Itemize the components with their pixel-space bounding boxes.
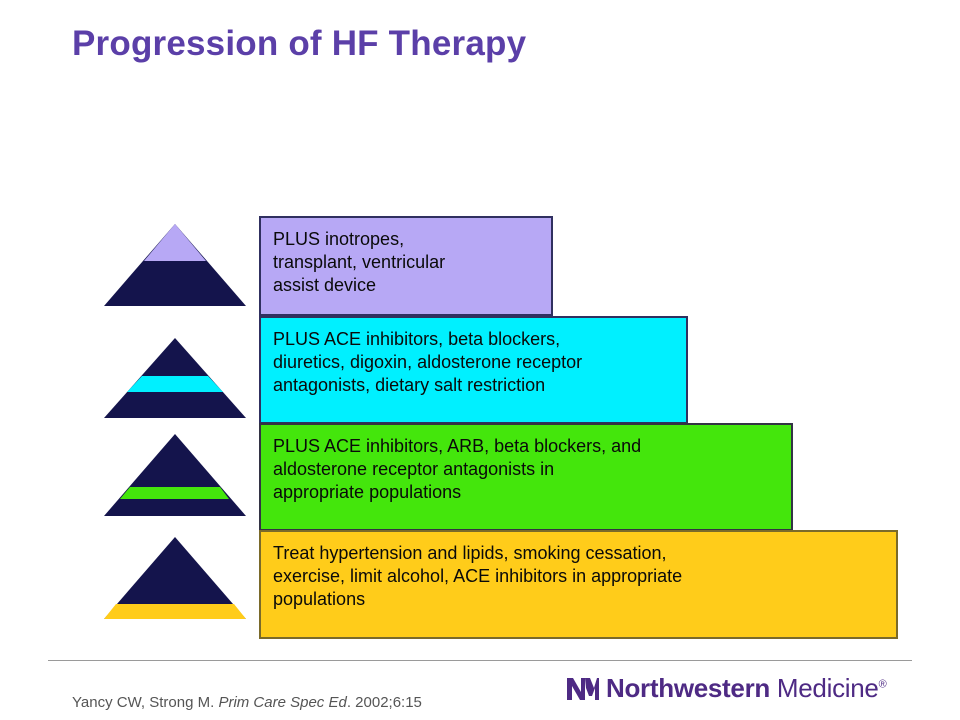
northwestern-medicine-logo: Northwestern Medicine®	[566, 673, 887, 704]
citation-authors: Yancy CW, Strong M.	[72, 694, 219, 711]
nm-monogram-icon	[567, 677, 599, 700]
pyramid-icon-level-1	[104, 537, 246, 619]
pyramid-highlight-band	[144, 224, 206, 261]
step-line: antagonists, dietary salt restriction	[273, 375, 546, 395]
step-line: PLUS ACE inhibitors, beta blockers,	[273, 329, 561, 349]
pyramid-icon-level-4	[104, 224, 246, 306]
step-line: populations	[273, 589, 366, 609]
step-line: aldosterone receptor antagonists in	[273, 459, 555, 479]
footer-divider	[48, 660, 912, 661]
pyramid-base	[104, 434, 246, 516]
logo-brand-bold: Northwestern	[606, 673, 770, 703]
therapy-step-3: PLUS ACE inhibitors, beta blockers, diur…	[259, 316, 688, 424]
pyramid-icon-level-3	[104, 338, 246, 418]
pyramid-highlight-band	[120, 487, 229, 499]
step-line: transplant, ventricular	[273, 252, 446, 272]
step-line: PLUS inotropes,	[273, 229, 405, 249]
step-line: Treat hypertension and lipids, smoking c…	[273, 543, 667, 563]
step-line: appropriate populations	[273, 482, 462, 502]
pyramid-icon-level-2	[104, 434, 246, 516]
step-line: diuretics, digoxin, aldosterone receptor	[273, 352, 583, 372]
citation-journal: Prim Care Spec Ed	[218, 694, 347, 711]
logo-registered: ®	[878, 678, 887, 691]
step-line: assist device	[273, 275, 377, 295]
pyramid-highlight-band	[104, 604, 246, 619]
citation-details: . 2002;6:15	[346, 694, 422, 711]
logo-wordmark: Northwestern Medicine®	[606, 673, 887, 704]
therapy-step-1: Treat hypertension and lipids, smoking c…	[259, 530, 898, 639]
pyramid-base	[104, 537, 246, 619]
citation: Yancy CW, Strong M. Prim Care Spec Ed. 2…	[72, 694, 422, 711]
pyramid-highlight-band	[127, 376, 223, 392]
therapy-step-4: PLUS inotropes, transplant, ventricular …	[259, 216, 553, 316]
slide-title: Progression of HF Therapy	[72, 24, 527, 63]
step-line: exercise, limit alcohol, ACE inhibitors …	[273, 566, 683, 586]
pyramid-base	[104, 224, 246, 306]
step-line: PLUS ACE inhibitors, ARB, beta blockers,…	[273, 436, 642, 456]
logo-brand-light: Medicine	[769, 673, 879, 703]
therapy-step-2: PLUS ACE inhibitors, ARB, beta blockers,…	[259, 423, 793, 531]
